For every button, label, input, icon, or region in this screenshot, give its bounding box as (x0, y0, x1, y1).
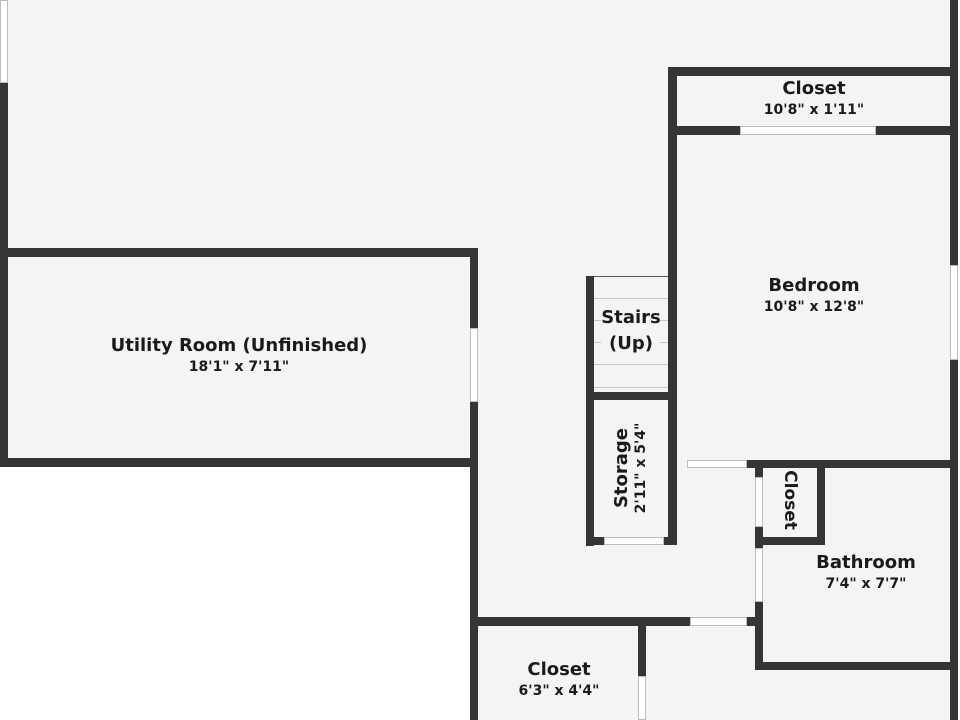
room-label-closet-top: Closet 10'8" x 1'11" (763, 78, 865, 118)
door-opening (690, 617, 747, 626)
wall (755, 662, 958, 670)
door-opening (740, 126, 876, 135)
window (0, 0, 8, 83)
room-label-stairs: Stairs (Up) (601, 305, 661, 357)
room-label-bath-closet: Closet (780, 470, 800, 530)
floor-area (8, 0, 950, 465)
wall (470, 248, 478, 328)
wall (0, 458, 478, 467)
room-label-bedroom: Bedroom 10'8" x 12'8" (763, 275, 865, 315)
wall (586, 392, 677, 400)
wall (0, 83, 8, 467)
wall (586, 537, 604, 545)
door-opening (638, 676, 646, 720)
wall (747, 460, 958, 468)
corridor-floor (475, 465, 950, 720)
wall (668, 400, 677, 545)
room-label-bathroom: Bathroom 7'4" x 7'7" (816, 552, 916, 592)
wall (817, 460, 825, 545)
wall (470, 617, 690, 626)
wall (950, 360, 958, 720)
door-opening (687, 460, 747, 468)
wall (668, 67, 677, 468)
window (950, 265, 958, 360)
room-label-closet-bottom: Closet 6'3" x 4'4" (518, 659, 600, 699)
wall (755, 468, 763, 477)
wall (638, 626, 646, 676)
door-opening (755, 548, 763, 602)
wall (677, 126, 740, 135)
wall (668, 67, 958, 76)
room-label-utility: Utility Room (Unfinished) 18'1" x 7'11" (110, 335, 368, 375)
wall (0, 248, 478, 257)
wall (586, 276, 594, 546)
window (470, 328, 478, 402)
wall (747, 617, 763, 626)
door-opening (755, 477, 763, 527)
door-opening (604, 537, 664, 545)
wall (470, 402, 478, 720)
wall (755, 537, 825, 545)
room-label-storage: Storage 2'11" x 5'4" (611, 422, 649, 514)
wall (876, 126, 958, 135)
wall (755, 602, 763, 670)
